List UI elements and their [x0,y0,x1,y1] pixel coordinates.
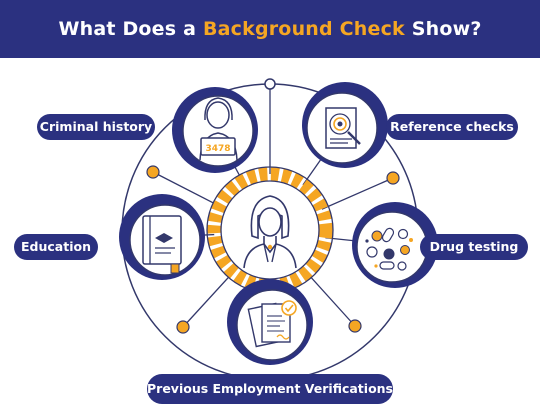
pills-dish-icon [352,202,438,288]
woman-avatar-icon [206,166,334,294]
header-banner [0,0,540,58]
ring-dot [264,78,276,90]
document-magnifier-icon [302,82,388,168]
title-highlight: Background Check [202,18,405,40]
title-prefix: What Does a [58,18,203,40]
previous-employment-label: Previous Employment Verifications [147,374,393,404]
diploma-book-icon [119,194,205,280]
ring-dots [146,78,400,334]
ring-dot [386,171,400,185]
title-suffix: Show? [404,18,482,40]
documents-check-icon [227,279,313,365]
drug-testing-label: Drug testing [420,234,528,260]
ring-dot [348,319,362,333]
education-label: Education [14,234,98,260]
criminal-history-label: Criminal history [37,114,155,140]
ring-dot [176,320,190,334]
ring-dot [146,165,160,179]
mugshot-person-icon: 3478 [172,87,258,173]
page-title: What Does a Background Check Show? [0,0,540,58]
reference-checks-label: Reference checks [386,114,518,140]
badge-number: 3478 [205,144,230,154]
